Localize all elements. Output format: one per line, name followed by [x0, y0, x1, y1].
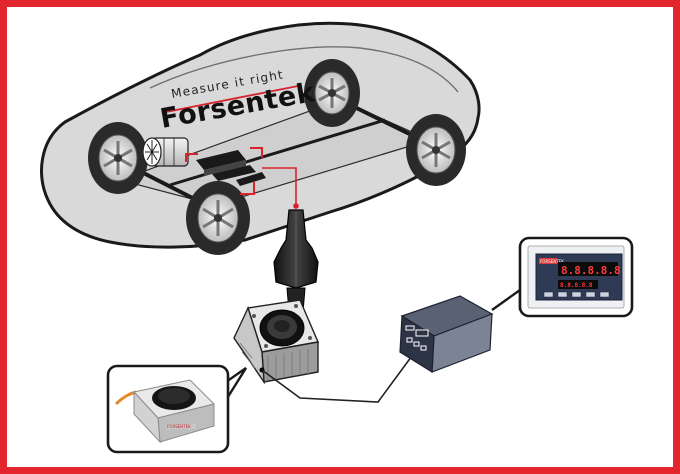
indicator-brand-label: FORSENTEK	[540, 259, 564, 264]
car-roof-line	[149, 46, 459, 93]
wheel-icon	[88, 122, 148, 194]
indicator-display-digits-secondary: 8.8.8.8.8	[560, 282, 593, 289]
indicator-display-digits: 8.8.8.8.8	[561, 264, 621, 277]
wheel-icon	[304, 59, 360, 127]
car-illustration: Measure it right Forsentek	[40, 21, 481, 255]
signal-wire	[262, 167, 297, 204]
wheel-icon	[186, 181, 250, 255]
indicator-icon	[399, 295, 494, 374]
load-cell-icon	[233, 299, 319, 385]
sensor-blocks	[196, 150, 266, 186]
logo-underline	[165, 85, 299, 113]
sensor-callout: FORSENTEK	[106, 364, 248, 454]
sensor-label: FORSENTEK	[167, 424, 191, 429]
wheel-icon	[406, 114, 466, 186]
motor-icon	[142, 137, 189, 167]
bracket-lower	[240, 182, 255, 195]
signal-node	[293, 203, 299, 209]
signal-cable	[261, 344, 421, 403]
bracket-rear	[185, 153, 198, 162]
bracket-front	[250, 147, 263, 158]
indicator-callout: FORSENTEK 8.8.8.8.8 8.8.8.8.8	[491, 236, 634, 318]
